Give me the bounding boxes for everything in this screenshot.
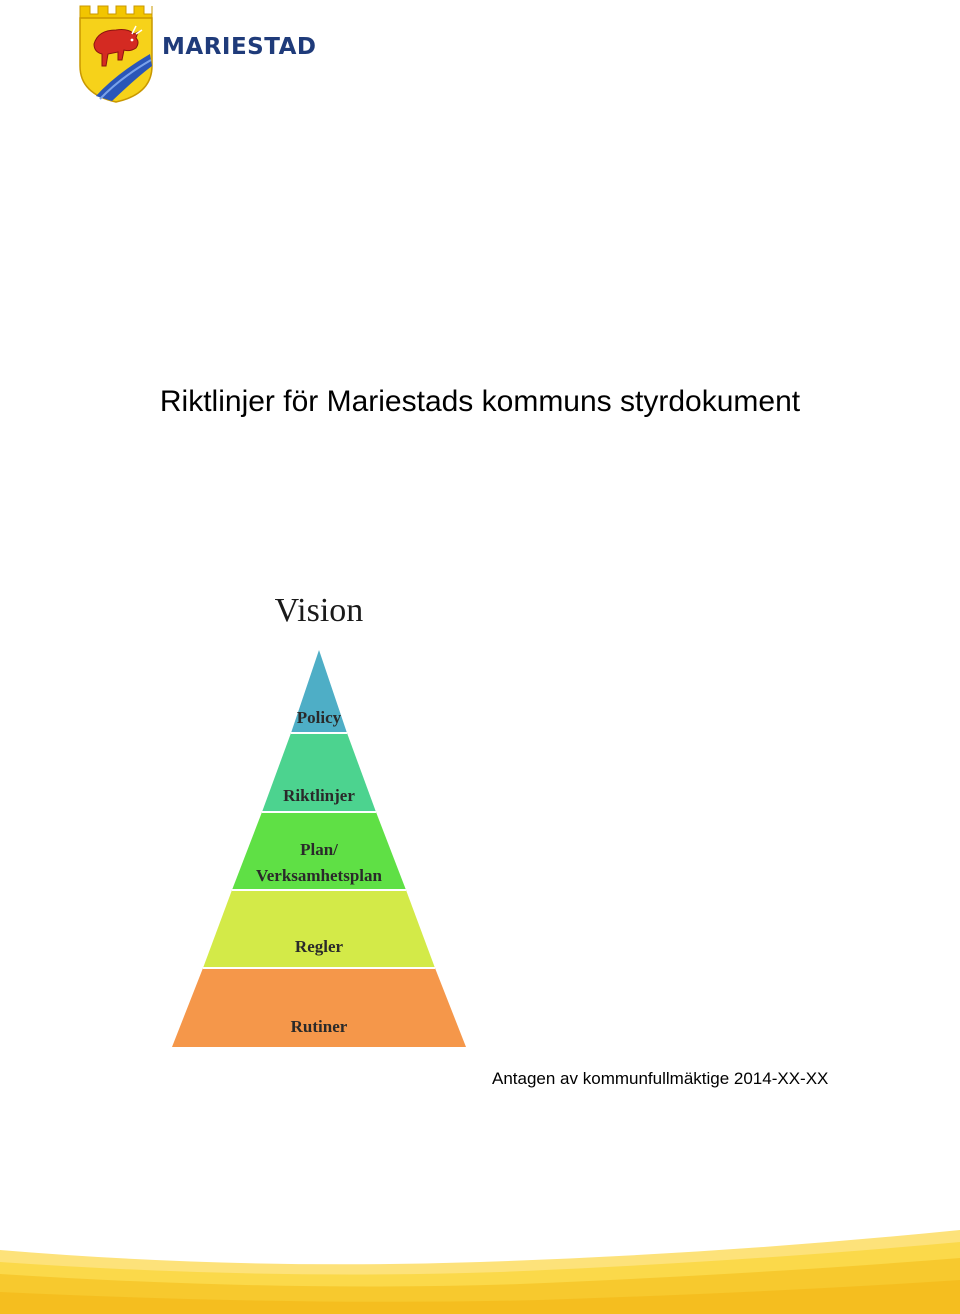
pyramid-label-policy: Policy — [296, 708, 342, 727]
footer-wave-decoration — [0, 1230, 960, 1314]
pyramid-level-riktlinjer — [262, 733, 376, 812]
pyramid-vision-label: Vision — [274, 592, 364, 629]
governance-pyramid: Policy Riktlinjer Plan/ Verksamhetsplan … — [170, 650, 468, 1050]
logo-wordmark: MARIESTAD — [162, 34, 317, 60]
pyramid-label-regler: Regler — [294, 937, 344, 956]
pyramid-level-plan — [232, 812, 406, 890]
document-title: Riktlinjer för Mariestads kommuns styrdo… — [159, 385, 801, 418]
pyramid-label-plan-line1: Plan/ — [300, 840, 338, 859]
pyramid-label-rutiner: Rutiner — [290, 1017, 348, 1036]
pyramid-diagram — [172, 650, 466, 1047]
adoption-note: Antagen av kommunfullmäktige 2014-XX-XX — [492, 1069, 829, 1088]
mariestad-logo: MARIESTAD — [76, 4, 316, 104]
pyramid-level-regler — [203, 890, 435, 968]
pyramid-level-rutiner — [172, 968, 466, 1047]
mariestad-coat-of-arms-icon — [79, 5, 153, 103]
pyramid-label-plan-line2: Verksamhetsplan — [256, 866, 382, 885]
pyramid-level-policy — [291, 650, 347, 733]
pyramid-label-riktlinjer: Riktlinjer — [283, 786, 355, 805]
